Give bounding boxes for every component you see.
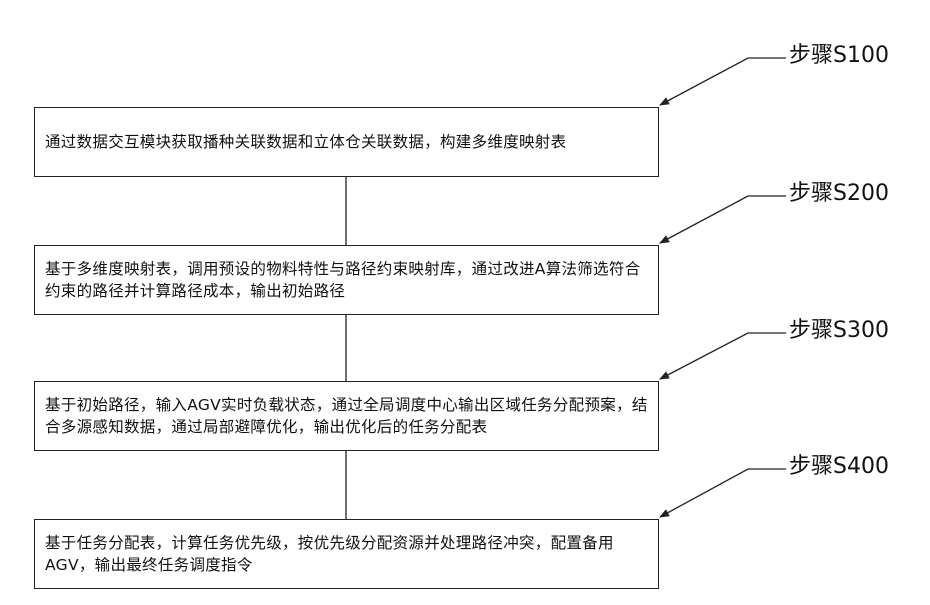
step-label-s400: 步骤S400 [789, 454, 889, 480]
step-text-s400: 基于任务分配表，计算任务优先级，按优先级分配资源并处理路径冲突，配置备用AGV，… [45, 532, 648, 576]
step-label-s200: 步骤S200 [789, 181, 889, 207]
step-label-s100: 步骤S100 [789, 43, 889, 69]
step-box-s400: 基于任务分配表，计算任务优先级，按优先级分配资源并处理路径冲突，配置备用AGV，… [34, 519, 659, 589]
leader-arrow-s300 [660, 333, 786, 379]
leader-arrow-s100 [660, 58, 786, 105]
leader-arrow-s400 [660, 469, 786, 517]
step-box-s100: 通过数据交互模块获取播种关联数据和立体仓关联数据，构建多维度映射表 [34, 107, 659, 177]
step-text-s200: 基于多维度映射表，调用预设的物料特性与路径约束映射库，通过改进A算法筛选符合约束… [45, 258, 648, 302]
step-box-s300: 基于初始路径，输入AGV实时负载状态，通过全局调度中心输出区域任务分配预案，结合… [34, 381, 659, 451]
leader-arrow-s200 [660, 196, 786, 243]
step-text-s300: 基于初始路径，输入AGV实时负载状态，通过全局调度中心输出区域任务分配预案，结合… [45, 394, 648, 438]
step-label-s300: 步骤S300 [789, 318, 889, 344]
step-box-s200: 基于多维度映射表，调用预设的物料特性与路径约束映射库，通过改进A算法筛选符合约束… [34, 245, 659, 315]
step-text-s100: 通过数据交互模块获取播种关联数据和立体仓关联数据，构建多维度映射表 [45, 131, 566, 153]
